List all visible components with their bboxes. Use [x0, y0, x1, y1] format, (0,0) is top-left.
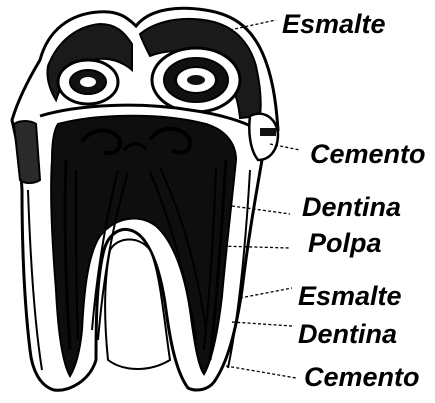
cemento-left-block — [14, 121, 40, 183]
label-dentina-upper: Dentina — [302, 192, 401, 222]
cusp-right-core — [187, 75, 205, 85]
cemento-right-block — [249, 114, 278, 160]
label-cemento-lower: Cemento — [304, 362, 420, 392]
leader-dentina-upper — [232, 206, 290, 214]
label-cemento-top: Cemento — [310, 139, 426, 169]
root-gap — [105, 240, 170, 370]
cemento-right-mark — [260, 128, 276, 136]
label-dentina-lower: Dentina — [298, 319, 397, 349]
leader-dentina-lower — [232, 322, 292, 326]
leader-polpa — [218, 246, 290, 248]
cusp-left-core — [80, 77, 96, 87]
label-esmalte-lower: Esmalte — [298, 281, 402, 311]
label-polpa: Polpa — [308, 228, 382, 258]
label-esmalte-top: Esmalte — [282, 9, 386, 39]
tooth-illustration — [12, 8, 278, 390]
leader-esmalte-lower — [240, 288, 292, 298]
leader-cemento-lower — [226, 366, 296, 378]
